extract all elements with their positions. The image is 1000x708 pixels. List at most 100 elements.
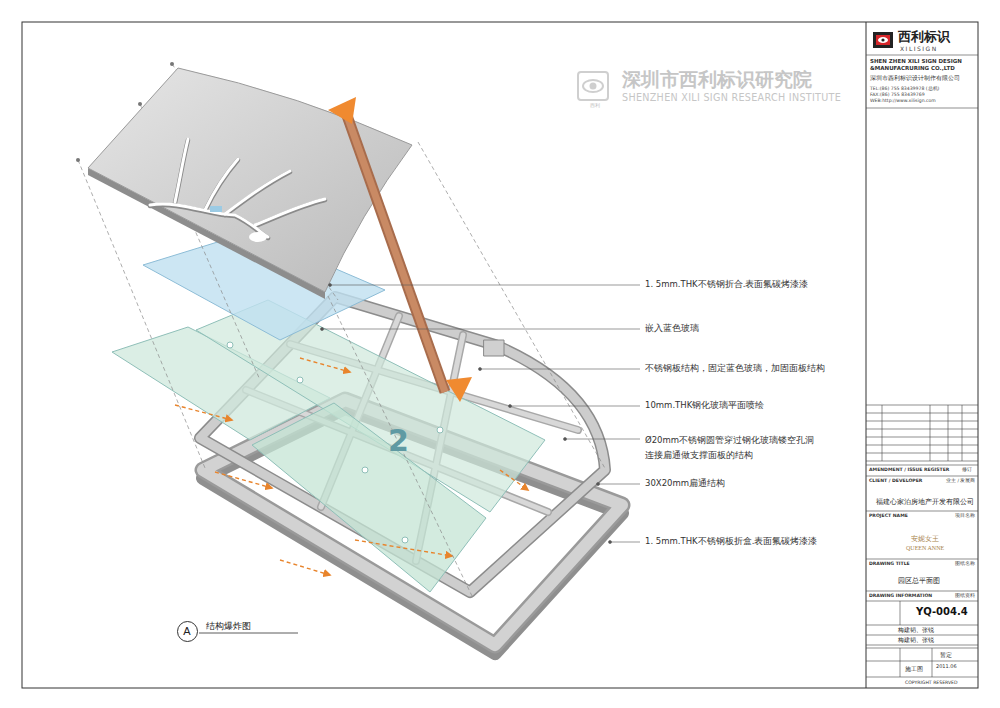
title-block-lines: [866, 661, 978, 662]
contact-text: WEB:http://www.xilisign.com: [870, 98, 936, 103]
top-panel: [225, 171, 290, 214]
leader-lines: [510, 406, 640, 407]
title-block-header: 项目名称: [955, 513, 975, 518]
assembly-arrows: [500, 470, 528, 490]
date-text: 2011.06: [936, 664, 957, 670]
callout-text: 不锈钢板结构，固定蓝色玻璃，加固面板结构: [645, 364, 825, 374]
title-block-lines: [866, 635, 978, 636]
title-block-lines: [866, 625, 978, 626]
title-block-header: 修订: [962, 467, 972, 472]
assembly-arrows: [215, 472, 272, 488]
leader-lines: [479, 368, 482, 371]
leader-lines: [509, 405, 512, 408]
logo-text: XILISIGN: [900, 46, 938, 53]
leader-lines: [321, 328, 324, 331]
leader-lines: [322, 329, 640, 330]
tempered-glass: [227, 342, 233, 348]
title-block-lines: [900, 601, 901, 625]
sheet-frame: [866, 22, 867, 688]
projection-lines: [78, 64, 606, 596]
logo-icon: [881, 38, 884, 41]
top-panel: [170, 62, 174, 66]
top-panel: [175, 139, 188, 202]
top-panel: [150, 140, 325, 238]
watermark-icon: [578, 72, 608, 100]
top-panel: [205, 160, 238, 211]
callout-circle: A: [177, 621, 198, 642]
register-grid: [962, 405, 963, 461]
title-block-lines: [866, 648, 978, 649]
assembly-arrows: [280, 560, 330, 575]
register-grid: [866, 461, 978, 462]
logo-icon: [873, 32, 893, 48]
title-block-header: 图纸名称: [955, 561, 975, 566]
logo-text: 西利标识: [898, 30, 950, 45]
sheet-frame: [22, 22, 978, 688]
status-text: 施工图: [905, 666, 923, 672]
register-grid: [866, 421, 978, 422]
leader-lines: [329, 284, 332, 287]
title-block-header: PROJECT NAME: [869, 513, 908, 518]
support-tube: [328, 97, 472, 402]
top-panel: [88, 68, 412, 292]
support-tube: [345, 110, 445, 392]
top-panel: [175, 140, 188, 203]
top-panel: [138, 102, 142, 106]
top-panel: [76, 62, 412, 299]
top-panel: [225, 172, 290, 215]
drawing-title: 园区总平面图: [898, 577, 940, 585]
title-block-lines: [866, 559, 978, 560]
register-grid: [866, 453, 978, 454]
title-block-lines: [866, 511, 978, 512]
leader-lines: [321, 284, 641, 544]
title-block-lines: [866, 55, 978, 56]
register-grid: [948, 405, 949, 461]
title-block-lines: [866, 108, 978, 109]
logo-icon: [878, 37, 888, 43]
top-panel: [205, 159, 238, 210]
title-block-lines: [866, 476, 978, 477]
title-block-lines: [900, 648, 901, 677]
scale-text: 暂定: [940, 652, 952, 658]
top-panel: [150, 204, 268, 237]
leader-lines: [564, 438, 567, 441]
register-grid: [866, 445, 978, 446]
callout-text: 1. 5mm.THK不锈钢板折盒.表面氟碳烤漆漆: [645, 537, 817, 547]
register-grid: [866, 405, 978, 406]
company-name: 深圳市西利标识设计制作有限公司: [870, 75, 960, 82]
register-grid: [866, 437, 978, 438]
callout-text: 嵌入蓝色玻璃: [645, 324, 699, 334]
callout-letter: A: [183, 626, 190, 637]
tempered-glass: [402, 537, 408, 543]
leader-lines: [598, 484, 640, 485]
register-grid: [866, 413, 978, 414]
watermark-text: 西利: [590, 103, 600, 108]
contact-text: FAX:(86) 755 83439769: [870, 92, 925, 97]
tempered-glass: [362, 467, 368, 473]
title-block-header: 业主 / 发展商: [946, 478, 975, 483]
callout-text: Ø20mm不锈钢圆管穿过钢化玻璃镂空孔洞 连接扁通做支撑面板的结构: [645, 433, 850, 463]
tempered-glass: [437, 427, 443, 433]
title-block-header: DRAWING INFORMATION: [869, 593, 932, 598]
title-block-lines: [866, 591, 978, 592]
designer-name: 梅建韬、张锐: [898, 627, 934, 634]
tempered-glass: [112, 300, 545, 592]
projection-lines: [328, 296, 472, 596]
leader-lines: [480, 369, 640, 370]
top-panel: [150, 205, 268, 238]
watermark-icon: [578, 72, 608, 100]
logo-icon: [876, 35, 890, 45]
leader-lines: [609, 541, 612, 544]
tempered-glass: [297, 377, 303, 383]
designer-name: 梅建韬、张锐: [898, 637, 934, 644]
top-panel: [255, 199, 325, 225]
register-grid: [866, 429, 978, 430]
watermark-text: 深圳市西利标识研究院: [622, 69, 812, 91]
sheet-frame: [22, 22, 978, 688]
title-block-lines: [866, 645, 978, 646]
watermark-icon: [583, 80, 603, 92]
view-title: 结构爆炸图: [206, 621, 251, 631]
copyright-text: COPYRIGHT RESERVED: [905, 680, 958, 685]
